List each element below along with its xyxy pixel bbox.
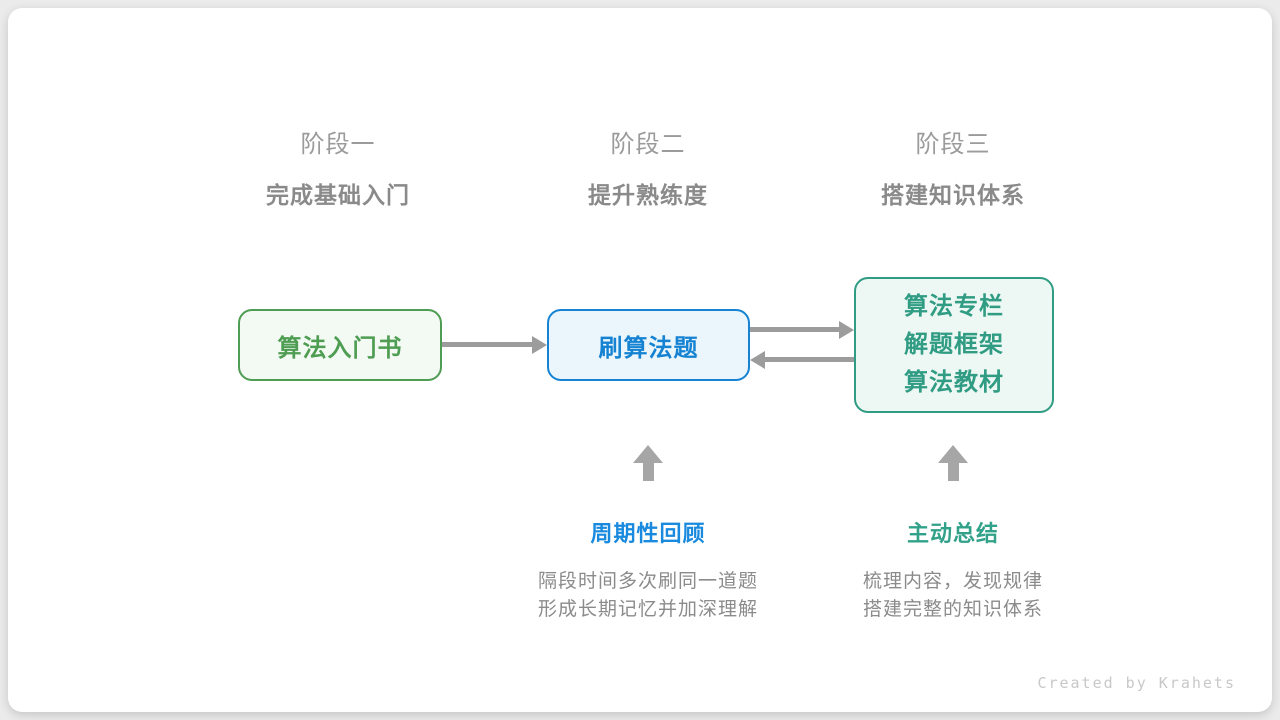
stage-3-subtitle: 搭建知识体系 — [881, 182, 1025, 208]
up-arrow-shaft — [642, 463, 654, 481]
annotation-periodic-review-title: 周期性回顾 — [590, 521, 706, 546]
annotation-periodic-review-desc: 隔段时间多次刷同一道题 形成长期记忆并加深理解 — [468, 568, 828, 624]
up-arrow-head — [938, 445, 968, 463]
node-knowledge-sources: 算法专栏 解题框架 算法教材 — [854, 277, 1054, 413]
up-arrow-active-summary — [937, 445, 969, 481]
diagram-card: 阶段一 完成基础入门 阶段二 提升熟练度 阶段三 搭建知识体系 算法入门书 刷算… — [8, 8, 1272, 712]
stage-1-label: 阶段一 — [300, 131, 376, 158]
stage-1-header: 阶段一 完成基础入门 — [158, 130, 518, 210]
up-arrow-periodic-review — [632, 445, 664, 481]
arrow-node2-to-node3 — [750, 320, 854, 339]
up-arrow-head — [633, 445, 663, 463]
arrow-node1-to-node2 — [442, 335, 547, 354]
annotation-desc-line-2: 形成长期记忆并加深理解 — [537, 599, 758, 620]
node-practice-problems-label: 刷算法题 — [598, 334, 699, 362]
annotation-desc-line-1: 隔段时间多次刷同一道题 — [537, 571, 758, 592]
stage-2-label: 阶段二 — [610, 131, 686, 158]
stage-1-subtitle: 完成基础入门 — [266, 182, 410, 208]
stage-3-label: 阶段三 — [915, 131, 991, 158]
node-intro-book-label: 算法入门书 — [277, 334, 403, 362]
node-knowledge-line-1: 算法专栏 — [904, 293, 1004, 320]
annotation-active-summary-title: 主动总结 — [906, 521, 999, 546]
node-intro-book: 算法入门书 — [238, 309, 442, 381]
footer-credit: Created by Krahets — [1037, 674, 1236, 692]
stage-2-header: 阶段二 提升熟练度 — [468, 130, 828, 210]
arrow-node3-to-node2 — [750, 350, 854, 369]
up-arrow-shaft — [947, 463, 959, 481]
annotation-desc-line-2: 搭建完整的知识体系 — [862, 599, 1043, 620]
annotation-active-summary: 主动总结 梳理内容，发现规律 搭建完整的知识体系 — [773, 516, 1133, 624]
node-practice-problems: 刷算法题 — [547, 309, 750, 381]
stage-2-subtitle: 提升熟练度 — [588, 182, 708, 208]
node-knowledge-line-3: 算法教材 — [904, 369, 1004, 396]
stage-3-header: 阶段三 搭建知识体系 — [773, 130, 1133, 210]
annotation-desc-line-1: 梳理内容，发现规律 — [862, 571, 1043, 592]
node-knowledge-line-2: 解题框架 — [904, 331, 1004, 358]
annotation-active-summary-desc: 梳理内容，发现规律 搭建完整的知识体系 — [773, 568, 1133, 624]
annotation-periodic-review: 周期性回顾 隔段时间多次刷同一道题 形成长期记忆并加深理解 — [468, 516, 828, 624]
